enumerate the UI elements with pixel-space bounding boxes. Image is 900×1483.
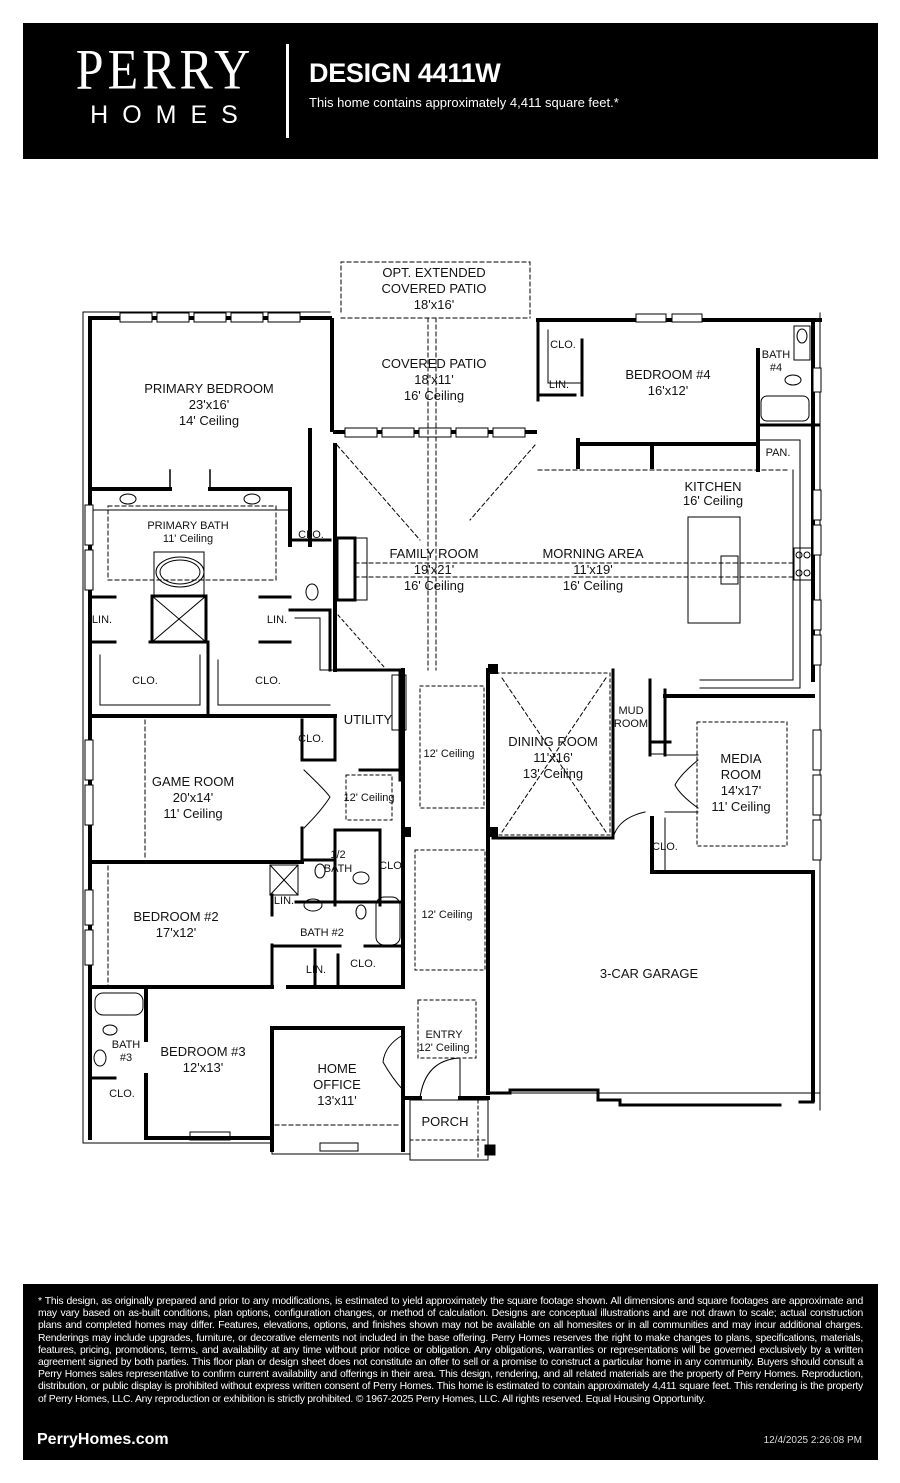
label-bedroom3: BEDROOM #3 (160, 1044, 245, 1059)
label-home-office-1: HOME (318, 1061, 357, 1076)
label-mud-room-1: MUD (618, 705, 643, 717)
label-covered-patio: COVERED PATIO (382, 356, 487, 371)
label-home-office-size: 13'x11' (317, 1093, 356, 1108)
label-media-room-2: ROOM (721, 767, 761, 782)
footer-banner: * This design, as originally prepared an… (23, 1284, 878, 1460)
label-game-room: GAME ROOM (152, 774, 234, 789)
label-media-room-1: MEDIA (720, 751, 762, 766)
label-lin-bedroom4: LIN. (549, 379, 569, 391)
label-morning-area: MORNING AREA (542, 546, 643, 561)
label-kitchen: KITCHEN (684, 479, 741, 494)
design-title: DESIGN 4411W (309, 58, 501, 88)
label-gallery-ceiling-lower: 12' Ceiling (421, 909, 472, 921)
label-covered-patio-size: 18'x11' (414, 372, 453, 387)
label-lin-bath2: LIN. (274, 895, 294, 907)
label-morning-area-size: 11'x19' (573, 562, 612, 577)
label-bedroom2: BEDROOM #2 (133, 909, 218, 924)
label-clo-primary-right: CLO. (255, 675, 281, 687)
label-gallery-ceiling-upper: 12' Ceiling (423, 748, 474, 760)
label-clo-media: CLO. (652, 841, 678, 853)
label-half-bath-2: BATH (324, 863, 353, 875)
label-garage: 3-CAR GARAGE (600, 966, 699, 981)
label-bath2: BATH #2 (300, 927, 344, 939)
label-clo-game: CLO. (298, 733, 324, 745)
label-family-room: FAMILY ROOM (389, 546, 478, 561)
label-primary-bath-ceiling: 11' Ceiling (163, 533, 213, 545)
label-bedroom3-size: 12'x13' (183, 1060, 223, 1075)
label-clo-hall: CLO. (379, 860, 405, 872)
legal-disclaimer: * This design, as originally prepared an… (38, 1296, 863, 1405)
label-primary-bedroom-size: 23'x16' (189, 397, 229, 412)
label-mud-room-2: ROOM (614, 718, 648, 730)
label-home-office-2: OFFICE (313, 1077, 361, 1092)
header-banner: PERRY HOMES DESIGN 4411W This home conta… (23, 23, 878, 159)
label-clo-bath2: CLO. (350, 958, 376, 970)
label-game-room-ceiling: 11' Ceiling (163, 806, 222, 821)
label-bedroom4-size: 16'x12' (648, 383, 688, 398)
timestamp: 12/4/2025 2:26:08 PM (763, 1435, 862, 1446)
label-clo-bath3: CLO. (109, 1088, 135, 1100)
label-dining-room-ceiling: 13' Ceiling (523, 766, 583, 781)
label-covered-patio-ceiling: 16' Ceiling (404, 388, 464, 403)
label-porch: PORCH (422, 1114, 469, 1129)
label-dining-room: DINING ROOM (508, 734, 598, 749)
label-family-room-size: 19'x21' (414, 562, 454, 577)
label-half-bath-1: 1/2 (330, 849, 345, 861)
label-lin-hall: LIN. (306, 964, 326, 976)
label-bedroom4: BEDROOM #4 (625, 367, 710, 382)
label-opt-patio-2: COVERED PATIO (382, 281, 487, 296)
label-family-room-ceiling: 16' Ceiling (404, 578, 464, 593)
label-bath4-1: BATH (762, 349, 791, 361)
label-media-room-ceiling: 11' Ceiling (711, 799, 770, 814)
label-morning-area-ceiling: 16' Ceiling (563, 578, 623, 593)
logo-perry: PERRY (75, 36, 255, 102)
label-bath4-2: #4 (770, 362, 782, 374)
label-kitchen-ceiling: 16' Ceiling (683, 493, 743, 508)
label-clo-bedroom4: CLO. (550, 339, 576, 351)
website-link[interactable]: PerryHomes.com (37, 1431, 169, 1448)
perry-homes-logo: PERRY HOMES (45, 39, 285, 130)
label-bath3-1: BATH (112, 1039, 141, 1051)
label-opt-patio-size: 18'x16' (414, 297, 454, 312)
label-bedroom2-size: 17'x12' (156, 925, 196, 940)
label-clo-primary-hall: CLO. (298, 529, 324, 541)
label-bath3-2: #3 (120, 1052, 132, 1064)
label-primary-bedroom: PRIMARY BEDROOM (144, 381, 274, 396)
label-entry: ENTRY (425, 1029, 463, 1041)
square-footage-note: This home contains approximately 4,411 s… (309, 95, 619, 110)
label-hall-ceiling: 12' Ceiling (343, 792, 394, 804)
label-clo-primary-left: CLO. (132, 675, 158, 687)
label-game-room-size: 20'x14' (173, 790, 213, 805)
label-primary-bedroom-ceiling: 14' Ceiling (179, 413, 239, 428)
label-entry-ceiling: 12' Ceiling (418, 1042, 469, 1054)
logo-homes: HOMES (90, 101, 252, 129)
label-opt-patio-1: OPT. EXTENDED (382, 265, 485, 280)
label-lin-right: LIN. (267, 614, 287, 626)
label-media-room-size: 14'x17' (721, 783, 761, 798)
label-pantry: PAN. (766, 447, 791, 459)
label-lin-left: LIN. (92, 614, 112, 626)
label-primary-bath: PRIMARY BATH (147, 520, 228, 532)
header-divider (286, 44, 289, 138)
label-dining-room-size: 11'x16' (533, 750, 572, 765)
label-utility: UTILITY (344, 712, 393, 727)
